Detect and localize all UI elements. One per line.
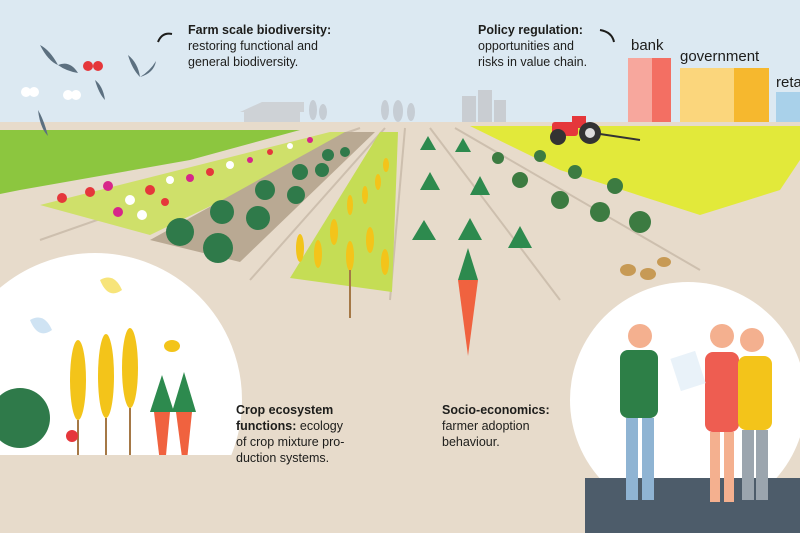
carrot-tops [412, 136, 532, 248]
silo-icon [462, 90, 506, 124]
carrot-icon [458, 248, 478, 356]
trees-icon [309, 100, 415, 122]
bird-icon [38, 45, 156, 136]
policy-heading: Policy regulation: [478, 23, 583, 37]
farm-scale-heading: Farm scale biodiversity: [188, 23, 332, 37]
crop-ecosystem-caption: Crop ecosystem functions: ecology of cro… [236, 402, 344, 466]
cabbage-row [166, 147, 350, 263]
butterfly-icon [21, 61, 103, 100]
policy-line2: risks in value chain. [478, 55, 588, 69]
crop-ecosystem-line3: of crop mixture pro- [236, 435, 345, 449]
potato-plants [492, 150, 651, 233]
government-label: government [680, 48, 760, 65]
potato-icon [620, 257, 671, 280]
crop-ecosystem-heading2: functions: [236, 419, 297, 433]
bank-label: bank [631, 37, 664, 54]
crop-ecosystem-line4: duction systems. [236, 451, 330, 465]
policy-caption: Policy regulation: opportunities and ris… [478, 22, 587, 70]
wheat-row [296, 158, 389, 275]
farm-scale-line1: restoring functional and [188, 39, 318, 53]
farmers-circle [570, 282, 800, 533]
tractor-icon [550, 116, 641, 145]
retail-label: reta [776, 74, 800, 91]
bank-bar [628, 58, 671, 124]
pointer-arc [157, 32, 173, 43]
crop-ecosystem-line2: ecology [296, 419, 343, 433]
socio-line2: behaviour. [442, 435, 500, 449]
crop-ecosystem-heading1: Crop ecosystem [236, 403, 334, 417]
flowers-icon [57, 137, 313, 220]
farm-scale-caption: Farm scale biodiversity: restoring funct… [188, 22, 331, 70]
farm-scale-line2: general biodiversity. [188, 55, 299, 69]
socio-economics-caption: Socio-economics: farmer adoption behavio… [442, 402, 550, 450]
retail-bar [776, 92, 800, 124]
green-field [0, 130, 300, 194]
pointer-arc [599, 29, 615, 43]
policy-line1: opportunities and [478, 39, 574, 53]
socio-heading: Socio-economics: [442, 403, 550, 417]
socio-line1: farmer adoption [442, 419, 530, 433]
yellow-field [470, 126, 800, 215]
farmhouse-icon [240, 102, 304, 124]
government-bar [680, 68, 769, 124]
